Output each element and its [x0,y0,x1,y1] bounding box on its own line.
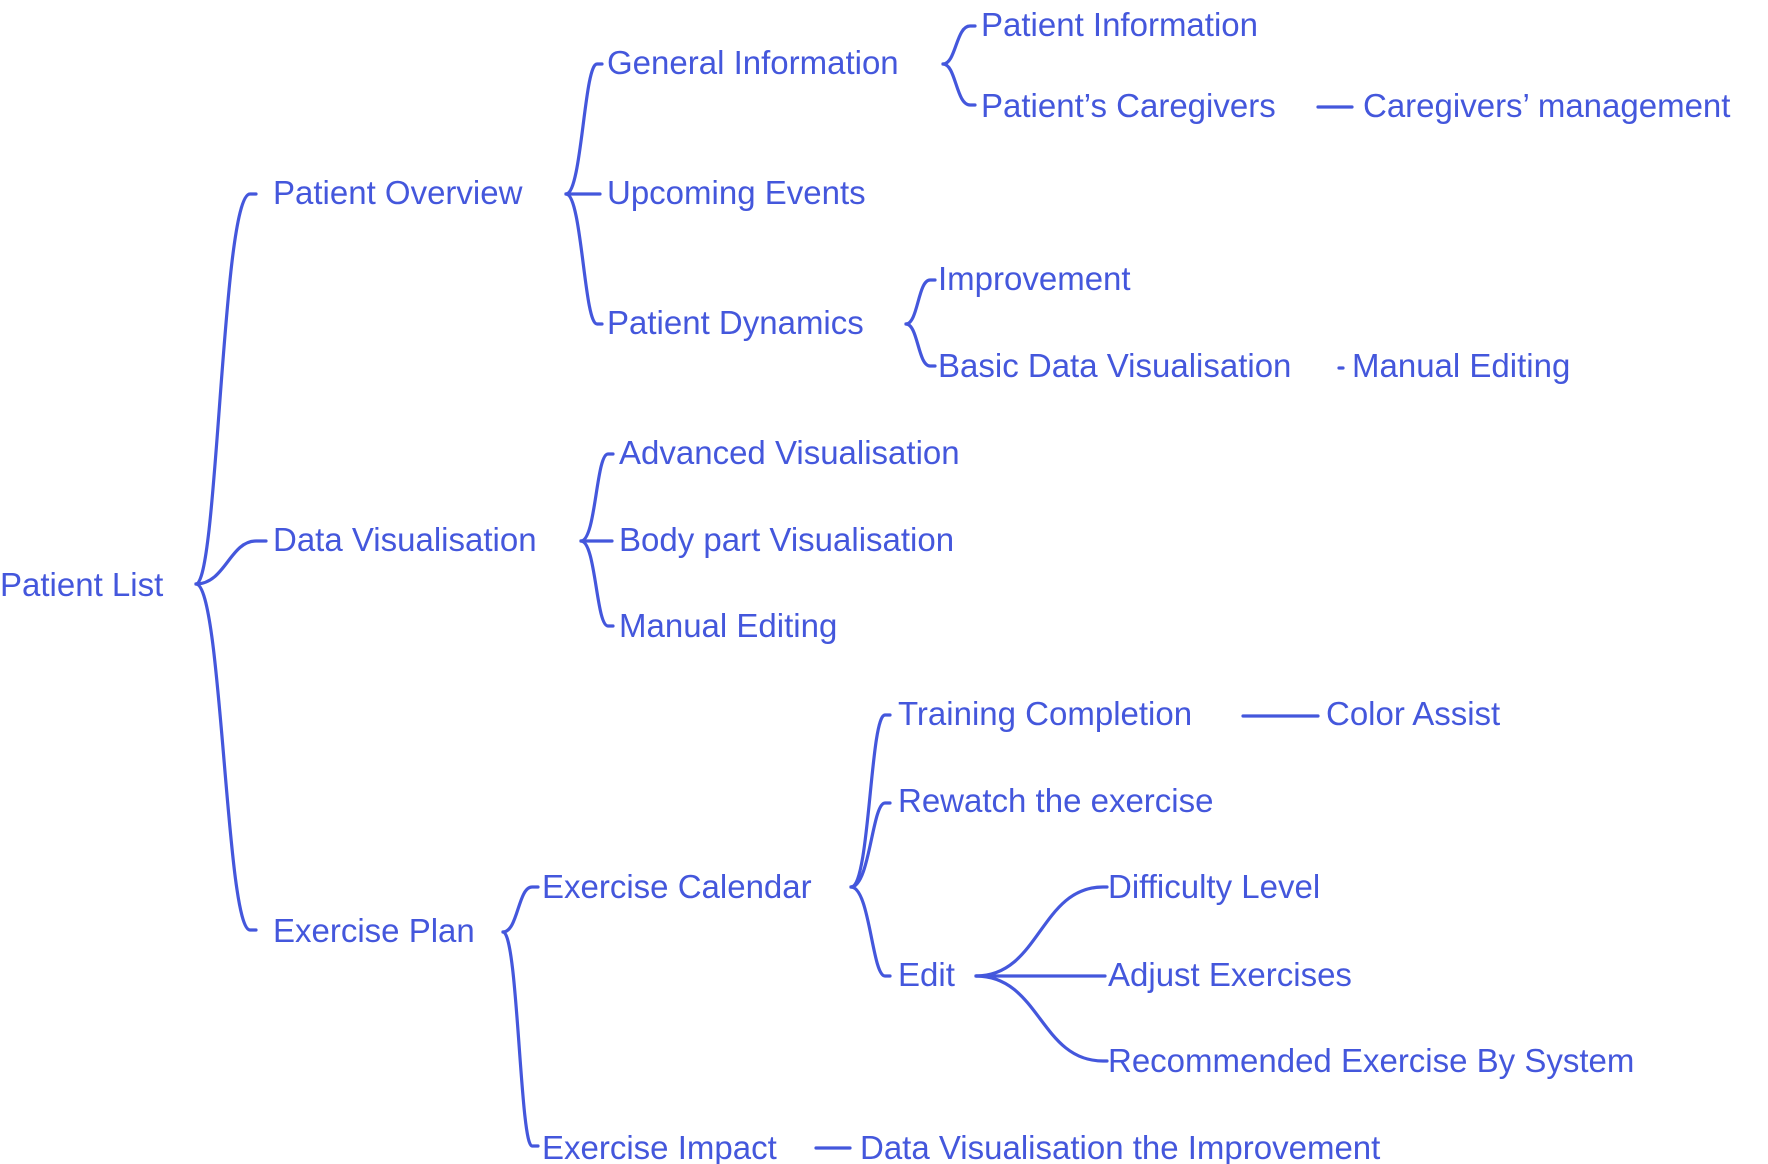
connector-overview-general [564,62,604,196]
node-patient-information[interactable]: Patient Information [981,6,1258,43]
connector-calendar-rewatch [849,801,892,889]
node-manual-editing-datavis[interactable]: Manual Editing [619,607,837,644]
node-manual-editing-basic[interactable]: Manual Editing [1352,347,1570,384]
connector-root-data-visualisation [194,539,268,586]
node-patients-caregivers[interactable]: Patient’s Caregivers [981,87,1276,124]
node-patient-list[interactable]: Patient List [0,566,163,603]
node-basic-data-visualisation[interactable]: Basic Data Visualisation [938,347,1291,384]
node-exercise-calendar[interactable]: Exercise Calendar [542,868,812,905]
node-training-completion[interactable]: Training Completion [898,695,1192,732]
node-exercise-impact[interactable]: Exercise Impact [542,1129,777,1164]
connector-plan-calendar [501,885,540,934]
connector-root-patient-overview [194,192,258,586]
connector-dynamics-improvement [904,278,937,326]
data-visualisation-connectors [579,452,615,628]
connector-datavis-manual [579,539,615,628]
node-labels: Patient List Patient Overview General In… [0,6,1730,1164]
node-adjust-exercises[interactable]: Adjust Exercises [1108,956,1352,993]
root-connectors [194,192,268,932]
connector-calendar-edit [849,885,892,978]
node-caregivers-management[interactable]: Caregivers’ management [1363,87,1730,124]
node-patient-overview[interactable]: Patient Overview [273,174,523,211]
node-general-information[interactable]: General Information [607,44,899,81]
connector-general-caregivers [941,62,977,107]
node-data-visualisation[interactable]: Data Visualisation [273,521,537,558]
connector-edit-difficulty [974,885,1109,978]
node-improvement[interactable]: Improvement [938,260,1131,297]
connector-datavis-advanced [579,452,615,543]
node-color-assist[interactable]: Color Assist [1326,695,1500,732]
node-edit[interactable]: Edit [898,956,955,993]
connector-plan-impact [501,930,540,1148]
node-body-part-visualisation[interactable]: Body part Visualisation [619,521,954,558]
node-upcoming-events[interactable]: Upcoming Events [607,174,866,211]
connector-edit-recommended [974,974,1109,1063]
node-difficulty-level[interactable]: Difficulty Level [1108,868,1320,905]
node-patient-dynamics[interactable]: Patient Dynamics [607,304,864,341]
connector-overview-dynamics [564,192,604,326]
connector-general-patient-info [941,24,977,66]
node-rewatch-exercise[interactable]: Rewatch the exercise [898,782,1213,819]
node-advanced-visualisation[interactable]: Advanced Visualisation [619,434,960,471]
node-data-visualisation-improvement[interactable]: Data Visualisation the Improvement [860,1129,1380,1164]
node-recommended-exercise[interactable]: Recommended Exercise By System [1108,1042,1634,1079]
connector-root-exercise-plan [194,582,258,932]
node-exercise-plan[interactable]: Exercise Plan [273,912,475,949]
patient-overview-connectors [564,24,1354,370]
connector-dynamics-basic [904,322,937,368]
connector-calendar-training [849,713,892,889]
exercise-plan-connectors [501,713,1320,1150]
